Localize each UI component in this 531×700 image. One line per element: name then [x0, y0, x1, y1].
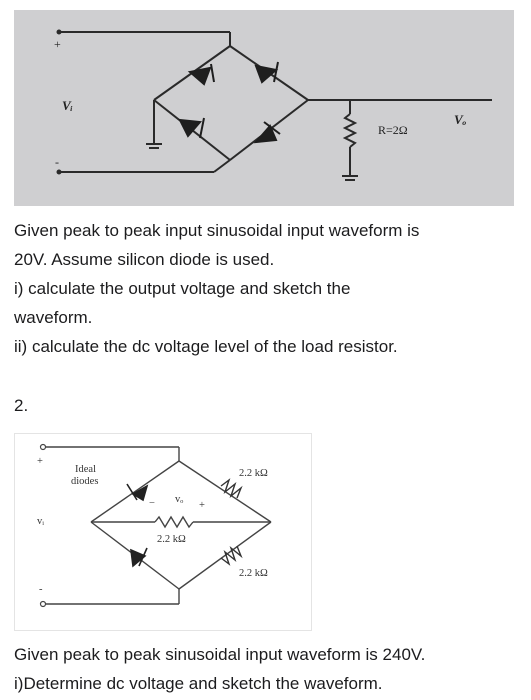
- minus-sign: -: [55, 155, 59, 169]
- plus-sign: +: [54, 37, 61, 51]
- output-voltage-label: vₒ: [175, 494, 183, 505]
- input-voltage-label: Vᵢ: [62, 98, 73, 113]
- input-voltage-label: vᵢ: [37, 516, 44, 527]
- output-plus: +: [199, 500, 205, 511]
- question-2-text: Given peak to peak sinusoidal input wave…: [14, 640, 519, 698]
- plus-sign: +: [37, 456, 43, 467]
- ideal-label: Ideal: [75, 464, 96, 475]
- resistor-top-label: 2.2 kΩ: [239, 468, 268, 479]
- circuit-figure-1: + - Vᵢ R=2Ω Vₒ: [14, 10, 514, 206]
- text-line: ii) calculate the dc voltage level of th…: [14, 337, 398, 356]
- text-line: Given peak to peak sinusoidal input wave…: [14, 645, 426, 664]
- text-line: waveform.: [14, 308, 93, 327]
- diodes-label: diodes: [71, 476, 98, 487]
- resistor-middle-label: 2.2 kΩ: [157, 534, 186, 545]
- resistor-bottom-label: 2.2 kΩ: [239, 568, 268, 579]
- question-2-number: 2.: [14, 396, 29, 415]
- text-line: Given peak to peak input sinusoidal inpu…: [14, 221, 420, 240]
- question-1-text: Given peak to peak input sinusoidal inpu…: [14, 216, 519, 361]
- circuit-figure-2: + - vᵢ Ideal diodes − vₒ + 2.2 kΩ 2.2 kΩ…: [14, 433, 312, 631]
- text-line: 20V. Assume silicon diode is used.: [14, 250, 275, 269]
- output-minus: −: [149, 498, 155, 509]
- text-line: i) calculate the output voltage and sket…: [14, 279, 351, 298]
- minus-sign: -: [39, 584, 43, 595]
- resistor-label: R=2Ω: [378, 123, 408, 137]
- text-line: i)Determine dc voltage and sketch the wa…: [14, 674, 383, 693]
- output-voltage-label: Vₒ: [454, 112, 467, 127]
